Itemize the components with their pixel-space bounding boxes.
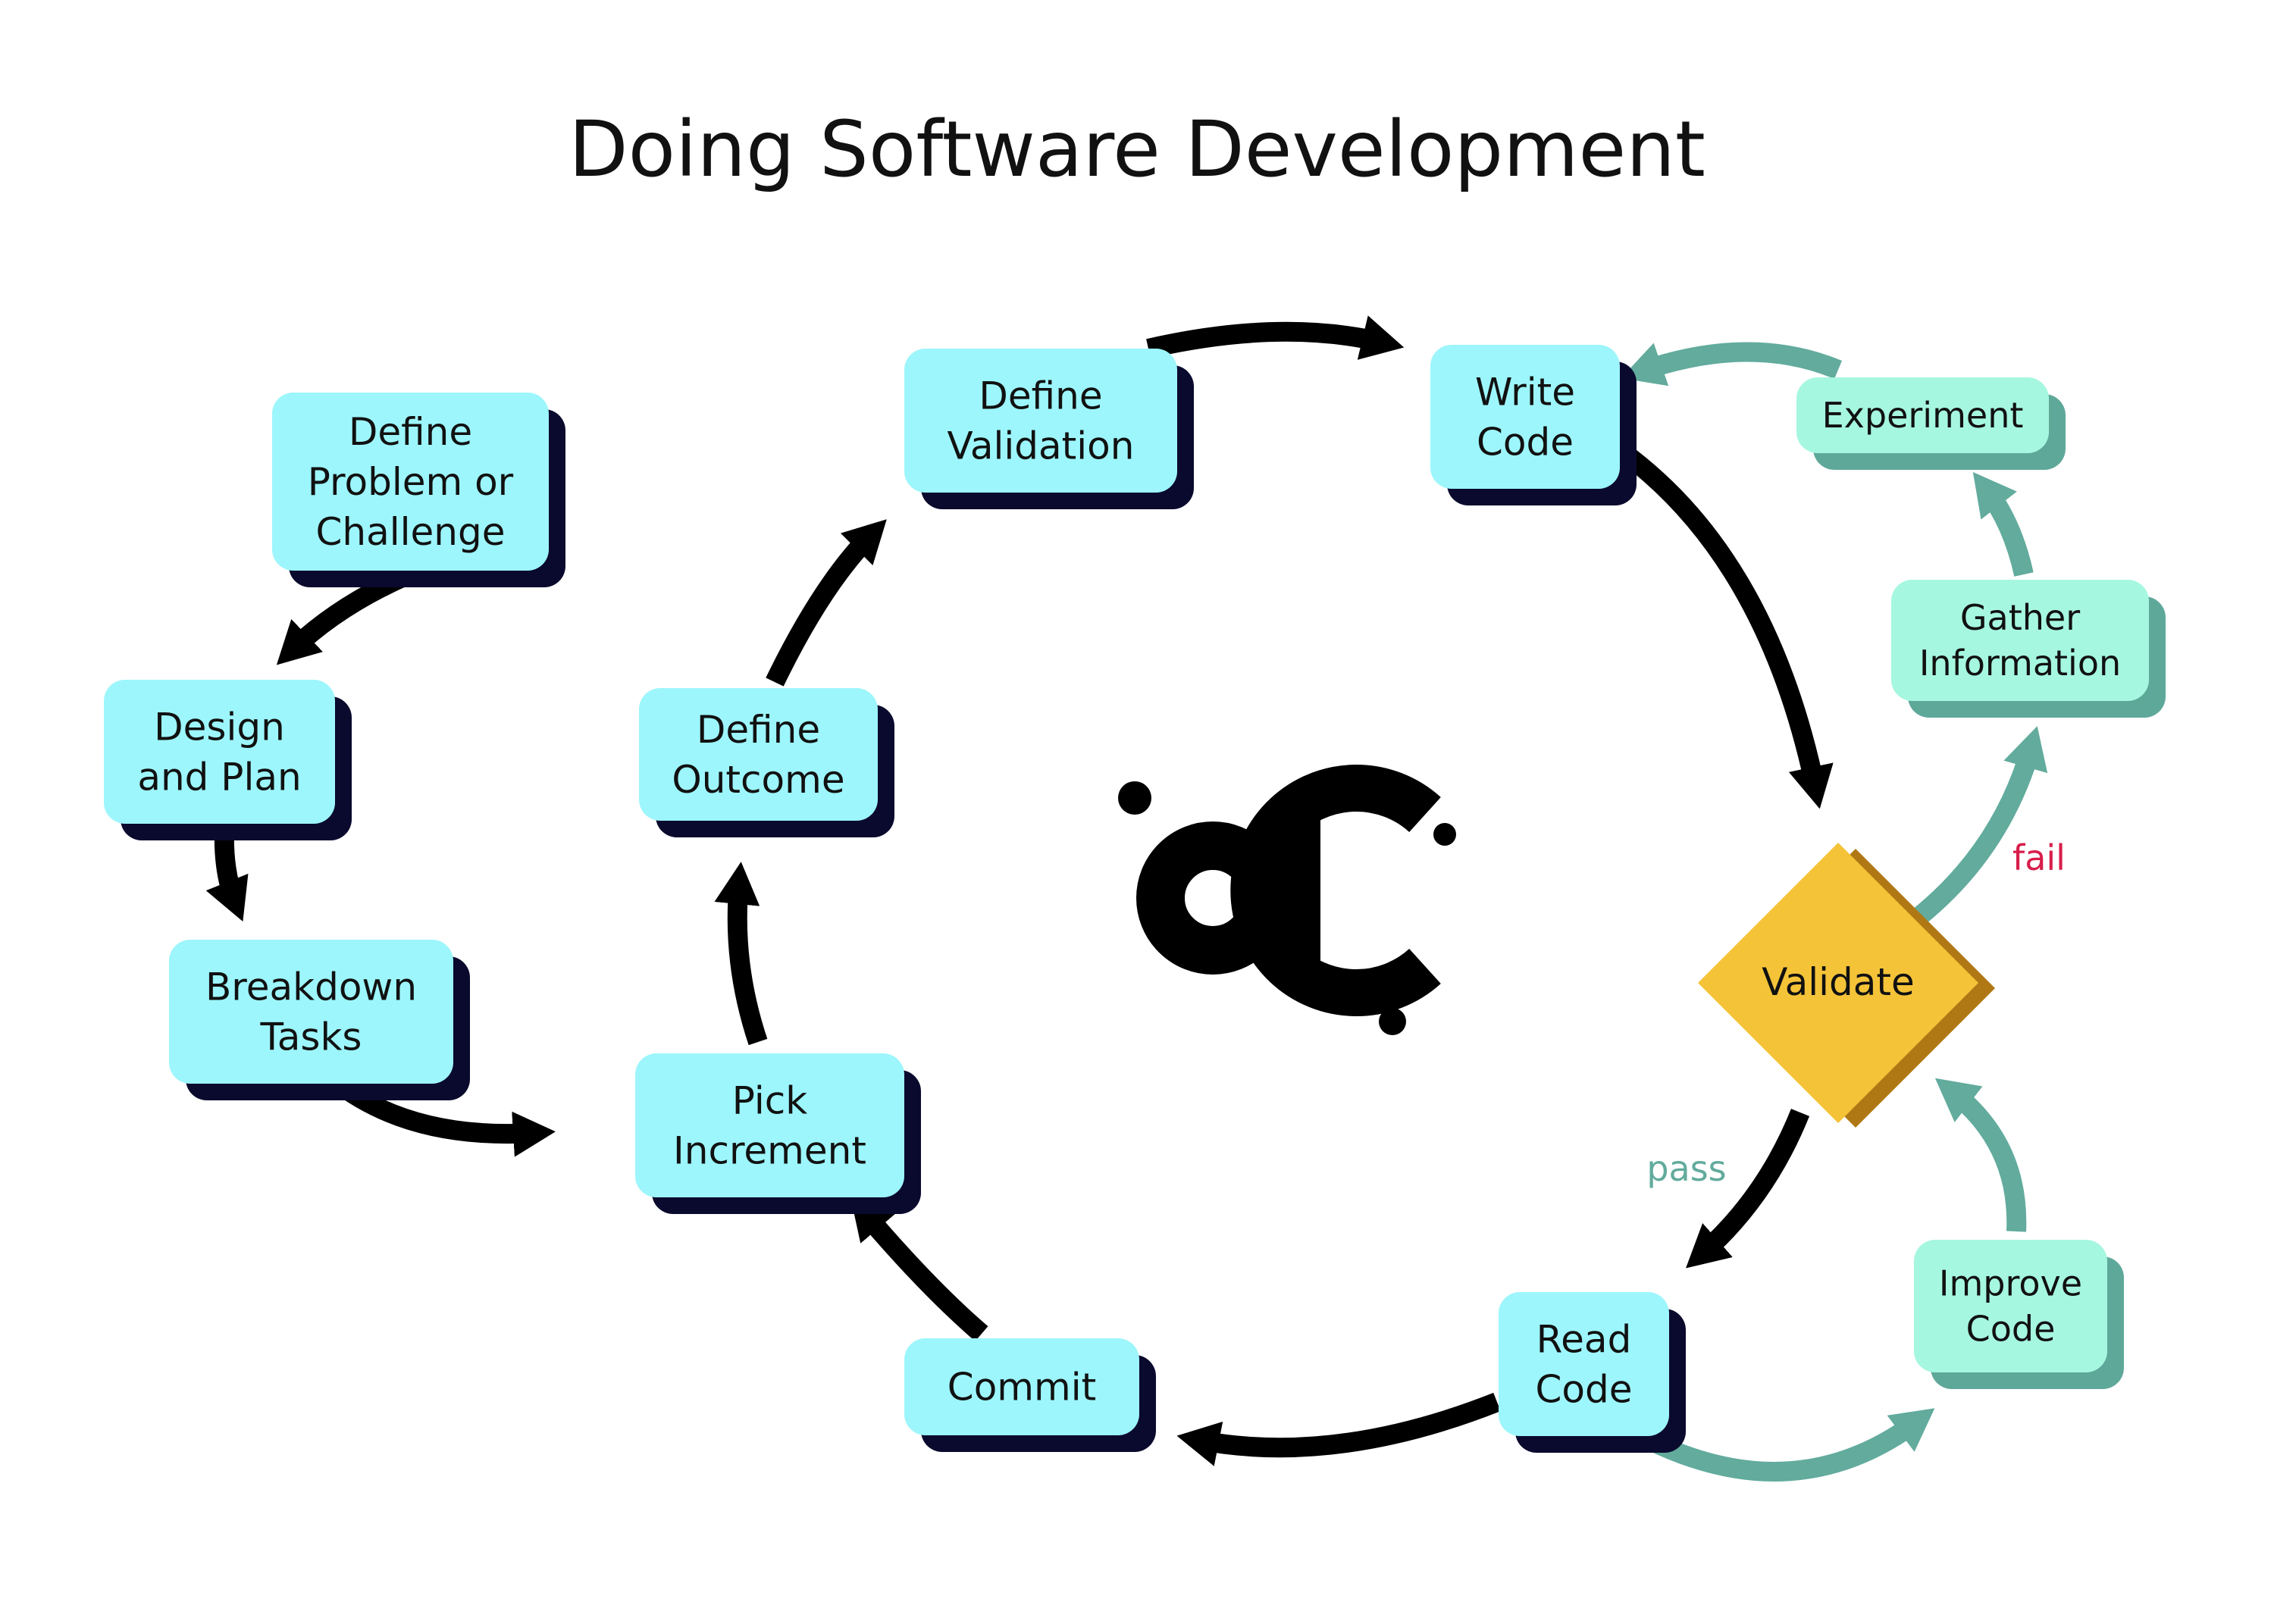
arrow-write-to-validate bbox=[1610, 439, 1834, 809]
validate-diamond bbox=[1698, 843, 1978, 1123]
node-label-line: Commit bbox=[948, 1366, 1096, 1410]
node-label-line: Increment bbox=[673, 1129, 866, 1173]
validate-label: Validate bbox=[1762, 960, 1915, 1004]
node-label-line: Tasks bbox=[260, 1015, 362, 1059]
node-label-line: Outcome bbox=[672, 758, 844, 802]
node-box bbox=[904, 1338, 1139, 1435]
edge-label-pass: pass bbox=[1646, 1148, 1726, 1189]
node-label-line: Validation bbox=[948, 424, 1135, 468]
arrow-read-to-commit bbox=[1176, 1392, 1501, 1466]
node-experiment[interactable]: Experiment bbox=[1796, 377, 2066, 470]
node-label-line: Information bbox=[1919, 643, 2121, 684]
arrow-validation-to-write bbox=[1146, 315, 1405, 360]
arrow-pick-to-outcome bbox=[714, 862, 768, 1046]
node-label-line: Read bbox=[1536, 1318, 1632, 1362]
node-box bbox=[104, 680, 335, 824]
node-design-plan[interactable]: Design and Plan bbox=[104, 680, 352, 840]
node-commit[interactable]: Commit bbox=[904, 1338, 1156, 1452]
arrow-outcome-to-validation bbox=[766, 519, 887, 687]
node-box bbox=[169, 940, 453, 1084]
node-label-line: Define bbox=[979, 374, 1102, 418]
node-label-line: Gather bbox=[1960, 597, 2080, 638]
node-box bbox=[639, 688, 878, 821]
node-box bbox=[904, 349, 1177, 493]
loop-arrows bbox=[1621, 342, 2048, 1482]
node-label-line: Define bbox=[697, 708, 820, 752]
arrow-validate-to-read bbox=[1686, 1109, 1810, 1269]
ac-logo-icon bbox=[1118, 765, 1456, 1035]
edge-label-fail: fail bbox=[2012, 837, 2066, 878]
node-label-line: Improve bbox=[1939, 1263, 2082, 1304]
node-box bbox=[1499, 1292, 1669, 1436]
node-box bbox=[1430, 345, 1620, 489]
node-box bbox=[1796, 377, 2049, 453]
node-label-line: Design bbox=[154, 706, 285, 749]
node-label-line: Write bbox=[1475, 371, 1575, 415]
diagram-title: Doing Software Development bbox=[568, 105, 1706, 195]
arrow-improve-to-validate bbox=[1934, 1078, 2027, 1232]
node-label-line: Problem or bbox=[308, 460, 514, 504]
node-box bbox=[635, 1053, 904, 1197]
node-label-line: Code bbox=[1535, 1368, 1632, 1412]
arrow-gather-to-experiment bbox=[1972, 471, 2034, 577]
node-label-line: Define bbox=[349, 410, 472, 454]
node-label-line: Challenge bbox=[316, 510, 506, 554]
node-label-line: Code bbox=[1966, 1309, 2056, 1350]
node-label-line: Experiment bbox=[1822, 395, 2024, 436]
node-box bbox=[272, 393, 549, 571]
node-label-line: and Plan bbox=[137, 756, 301, 799]
node-box bbox=[1891, 580, 2149, 701]
node-label-line: Pick bbox=[732, 1079, 807, 1123]
node-label-line: Code bbox=[1477, 421, 1574, 465]
arrow-read-to-improve bbox=[1644, 1408, 1935, 1482]
node-box bbox=[1914, 1240, 2107, 1372]
arrow-commit-to-pick bbox=[850, 1196, 988, 1341]
arrow-validate-to-gather bbox=[1907, 726, 2048, 929]
arrow-experiment-to-write bbox=[1621, 342, 1843, 386]
validate-decision[interactable]: Validate bbox=[1698, 843, 1995, 1128]
node-label-line: Breakdown bbox=[205, 965, 417, 1009]
